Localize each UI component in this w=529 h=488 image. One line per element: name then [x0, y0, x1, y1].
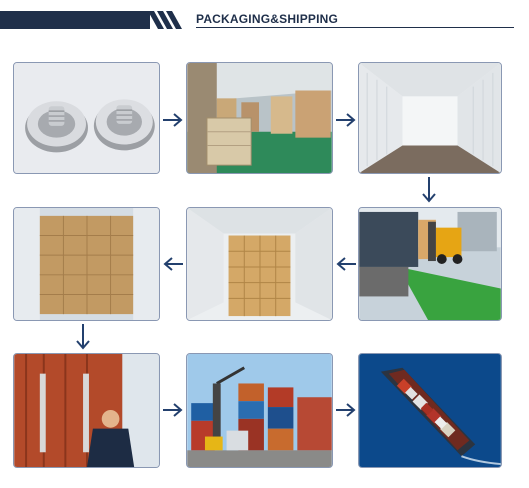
arrow-down-icon — [76, 324, 90, 350]
arrow-right-icon — [336, 403, 356, 417]
section-title: PACKAGING&SHIPPING — [196, 12, 339, 26]
photo-fully-loaded-container — [13, 207, 160, 321]
photo-sealing-container — [13, 353, 160, 468]
photo-warehouse — [186, 62, 333, 174]
photo-empty-container — [358, 62, 502, 174]
cartons-image — [187, 208, 332, 320]
forklift-image — [359, 208, 501, 320]
crane-image — [187, 354, 332, 467]
metal-cap-image — [14, 63, 159, 173]
header-stripes-decoration — [148, 11, 182, 29]
worker-container-image — [14, 354, 159, 467]
arrow-right-icon — [336, 113, 356, 127]
cartons-image — [14, 208, 159, 320]
arrow-left-icon — [336, 257, 356, 271]
warehouse-image — [187, 63, 332, 173]
arrow-right-icon — [163, 113, 183, 127]
ship-image — [359, 354, 501, 467]
container-interior-image — [359, 63, 501, 173]
photo-container-yard — [186, 353, 333, 468]
photo-forklift-loading — [358, 207, 502, 321]
arrow-down-icon — [422, 177, 436, 203]
photo-cargo-ship — [358, 353, 502, 468]
header-underline — [196, 27, 514, 28]
photo-partially-loaded-container — [186, 207, 333, 321]
arrow-left-icon — [163, 257, 183, 271]
arrow-right-icon — [163, 403, 183, 417]
photo-product-caps — [13, 62, 160, 174]
header-bar — [0, 11, 150, 29]
